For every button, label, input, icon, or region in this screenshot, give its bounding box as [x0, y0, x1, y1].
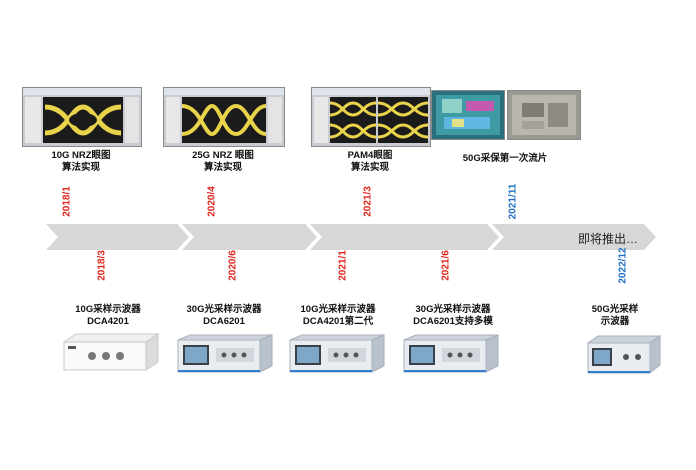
future-label: 即将推出… [578, 232, 639, 246]
date-2022-12: 2022/12 [617, 247, 629, 284]
arrow-segment-3 [310, 224, 500, 250]
product-caption-50g: 50G光采样示波器 [591, 304, 639, 327]
date-2021-11: 2021/11 [507, 183, 519, 220]
chip-die-photo [507, 90, 581, 140]
date-2020-4: 2020/4 [206, 186, 218, 217]
date-2021-1: 2021/1 [337, 250, 349, 281]
milestone-caption-10g-eye: 10G NRZ眼图算法实现 [51, 150, 111, 173]
date-2020-6: 2020/6 [227, 250, 239, 281]
dca4201-device-image [62, 333, 160, 371]
dca6201-device-image [177, 334, 273, 373]
milestone-caption-50g-tapeout: 50G采保第一次流片 [462, 153, 548, 164]
date-2018-3: 2018/3 [96, 250, 108, 281]
date-2021-3: 2021/3 [362, 186, 374, 217]
milestone-caption-pam4-eye: PAM4眼图算法实现 [347, 150, 393, 173]
date-2018-1: 2018/1 [61, 186, 73, 217]
milestone-caption-25g-eye: 25G NRZ 眼图算法实现 [192, 150, 254, 173]
arrow-segment-1 [46, 224, 190, 250]
date-2021-6: 2021/6 [440, 250, 452, 281]
arrow-segment-4 [492, 224, 656, 250]
50g-device-image [586, 335, 662, 375]
dca6201-multimode-device-image [403, 334, 499, 373]
eye-diagram-10g-screenshot [22, 87, 142, 147]
pam4-eye-diagram-screenshot [311, 87, 431, 147]
arrow-segment-2 [182, 224, 318, 250]
chip-layout-image [431, 90, 505, 140]
eye-diagram-25g-screenshot [163, 87, 285, 147]
dca4201-gen2-device-image [289, 334, 385, 373]
